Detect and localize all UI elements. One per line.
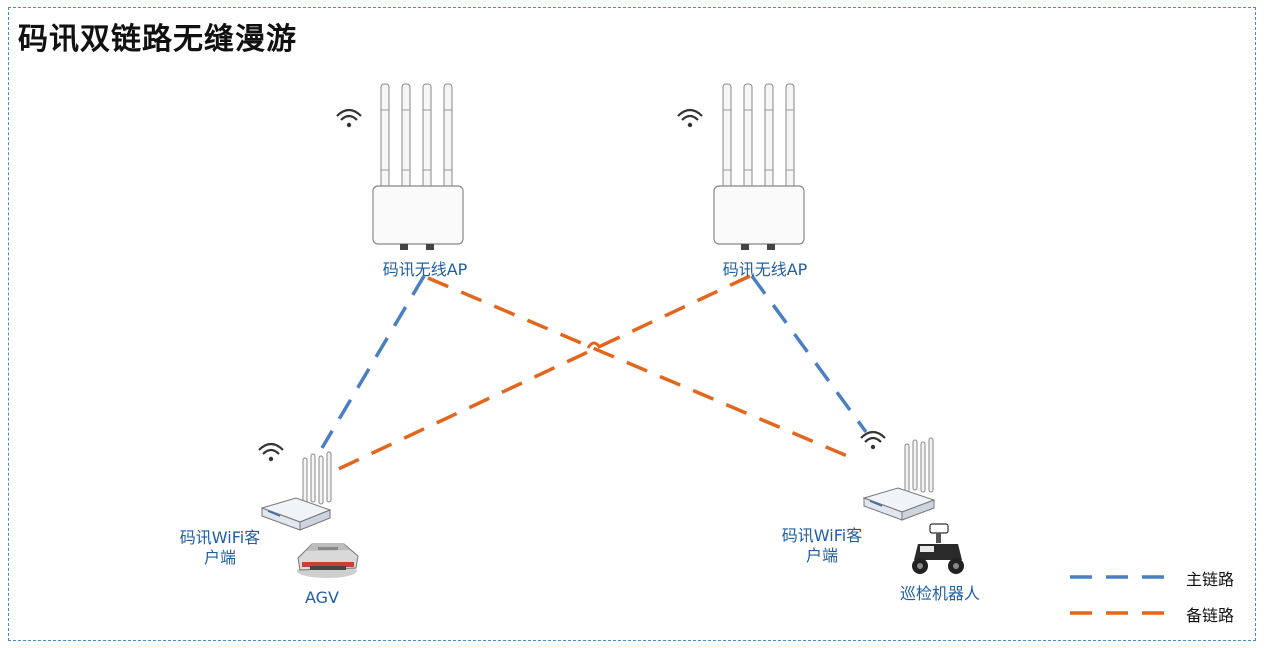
ap-left-label: 码讯无线AP: [382, 260, 468, 279]
wifi-icon: [257, 442, 285, 463]
client-right-label-line1: 码讯WiFi客: [781, 526, 863, 545]
robot-label: 巡检机器人: [899, 584, 980, 603]
client-left-label-line2: 户端: [203, 548, 236, 567]
backup-link-ap-right-to-left-client: [331, 274, 751, 474]
inspection-robot-image: [912, 523, 964, 574]
wifi-icon: [335, 108, 363, 129]
client-right-label: 码讯WiFi客 户端: [762, 526, 882, 566]
agv-label: AGV: [304, 588, 339, 607]
client-left-label: 码讯WiFi客 户端: [160, 528, 280, 568]
ap-right-device: [713, 83, 805, 250]
client-left-label-line1: 码讯WiFi客: [179, 528, 261, 547]
wifi-icon: [676, 108, 704, 129]
page-title: 码讯双链路无缝漫游: [18, 22, 297, 57]
client-left-device: [260, 451, 332, 531]
legend-backup-label: 备链路: [1186, 606, 1235, 625]
legend-primary-label: 主链路: [1186, 570, 1235, 589]
client-right-device: [862, 437, 936, 521]
primary-link-right: [750, 274, 868, 434]
wifi-icon: [859, 430, 887, 451]
client-right-label-line2: 户端: [805, 546, 838, 565]
ap-right-label: 码讯无线AP: [722, 260, 808, 279]
backup-link-ap-left-to-right-client: [427, 276, 853, 460]
diagram-frame: [8, 7, 1256, 641]
primary-link-left: [320, 275, 426, 449]
ap-left-device: [372, 83, 464, 250]
agv-robot-image: [297, 543, 359, 578]
